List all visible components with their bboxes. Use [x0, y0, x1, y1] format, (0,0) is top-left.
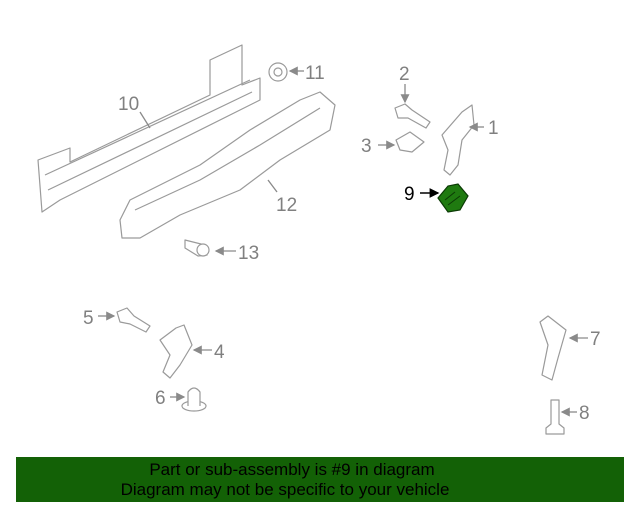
callout-7: 7 — [590, 329, 601, 350]
part-9-highlighted[interactable] — [437, 183, 469, 213]
part-11-nut[interactable] — [268, 62, 288, 82]
callout-3: 3 — [361, 136, 372, 157]
part-5-bolt[interactable] — [116, 307, 151, 333]
part-6-push-pin[interactable] — [181, 387, 207, 412]
callout-6: 6 — [155, 388, 166, 409]
callout-2: 2 — [399, 64, 410, 85]
part-4-bracket[interactable] — [159, 324, 193, 379]
banner-line-2: Diagram may not be specific to your vehi… — [120, 480, 450, 499]
part-8-bolt[interactable] — [545, 399, 565, 435]
callout-5: 5 — [83, 308, 94, 329]
part-10-bumper-reinforcement[interactable] — [37, 44, 261, 213]
callout-1: 1 — [488, 118, 499, 139]
part-1-bracket[interactable] — [441, 104, 475, 176]
callout-12: 12 — [276, 195, 297, 216]
callout-9: 9 — [404, 184, 415, 205]
callout-13: 13 — [238, 243, 259, 264]
info-banner: Part or sub-assembly is #9 in diagram Di… — [16, 457, 624, 502]
callout-10: 10 — [118, 94, 139, 115]
part-3-clip-nut[interactable] — [395, 131, 425, 153]
banner-line-1: Part or sub-assembly is #9 in diagram — [149, 460, 435, 479]
part-13-push-pin[interactable] — [184, 239, 210, 257]
callout-11: 11 — [305, 63, 325, 84]
callout-4: 4 — [214, 342, 225, 363]
part-7-bracket[interactable] — [539, 315, 567, 381]
part-2-bolt[interactable] — [394, 103, 431, 129]
part-12-energy-absorber[interactable] — [119, 91, 336, 239]
callout-8: 8 — [579, 403, 590, 424]
